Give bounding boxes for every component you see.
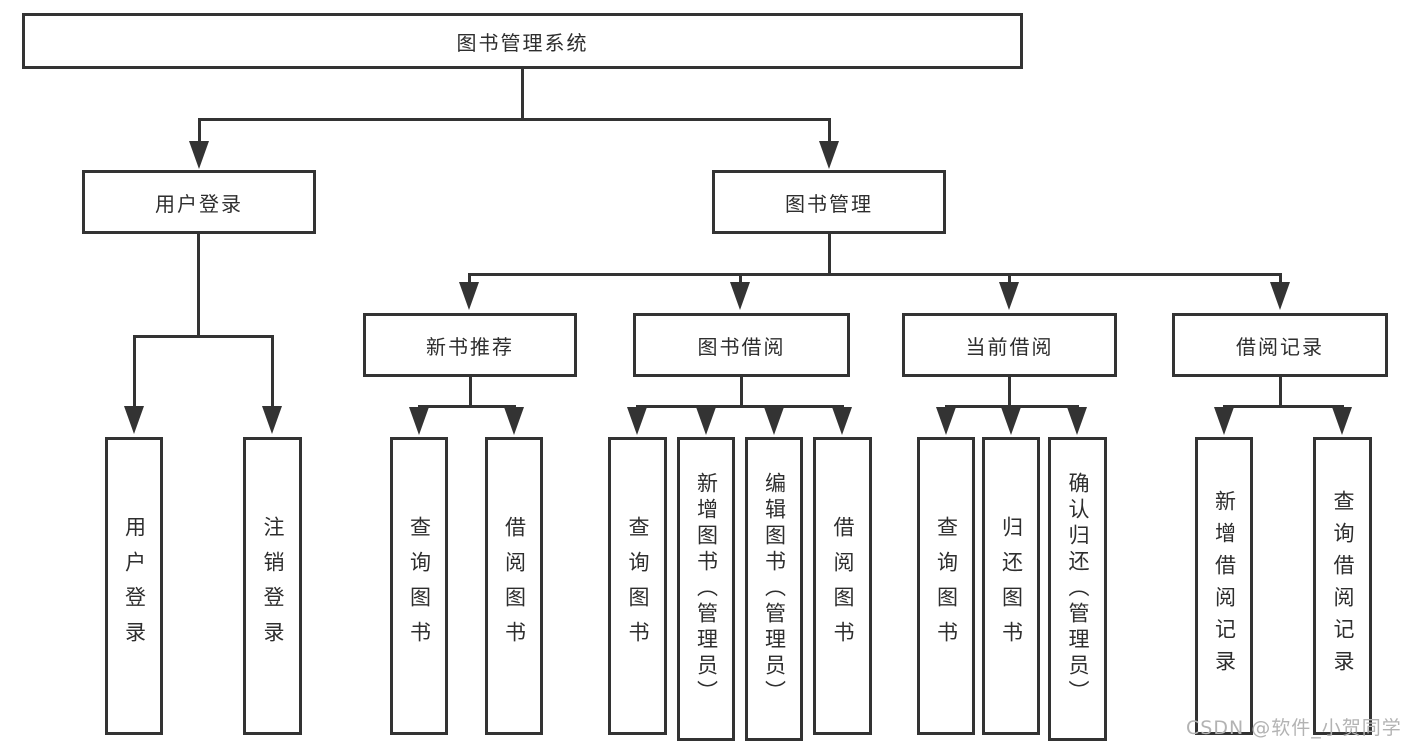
node-book-management: 图书管理 <box>712 170 946 234</box>
connector-bookborrow-stem <box>740 377 743 407</box>
connector-book-mgmt-drop-2 <box>739 273 742 284</box>
connector-book-mgmt-drop-4 <box>1279 273 1282 284</box>
arrowhead-down-icon <box>1214 407 1234 435</box>
leaf-add-book-admin-label: 新增图书（管理员） <box>694 472 719 706</box>
leaf-user-login: 用户登录 <box>105 437 163 735</box>
node-root-label: 图书管理系统 <box>456 30 589 55</box>
node-new-book-recommend: 新书推荐 <box>363 313 577 377</box>
leaf-query-book-newbook-label: 查询图书 <box>407 516 432 656</box>
arrowhead-down-icon <box>189 141 209 169</box>
leaf-logout-login-label: 注销登录 <box>261 516 285 656</box>
arrowhead-down-icon <box>1270 282 1290 310</box>
connector-root-drop-left <box>198 118 201 146</box>
arrowhead-down-icon <box>730 282 750 310</box>
connector-user-login-stem <box>197 234 200 337</box>
arrowhead-down-icon <box>1001 407 1021 435</box>
node-user-login-label: 用户登录 <box>155 191 243 216</box>
arrowhead-down-icon <box>1067 407 1087 435</box>
connector-user-login-drop-right <box>271 335 274 409</box>
leaf-add-borrow-record-label: 新增借阅记录 <box>1212 490 1237 682</box>
arrowhead-down-icon <box>504 407 524 435</box>
arrowhead-down-icon <box>696 407 716 435</box>
node-user-login: 用户登录 <box>82 170 316 234</box>
leaf-borrow-book-borrow-label: 借阅图书 <box>831 516 855 656</box>
leaf-confirm-return-admin-label: 确认归还（管理员） <box>1066 472 1090 706</box>
connector-bookborrow-bar <box>636 405 844 408</box>
leaf-return-book-label: 归还图书 <box>999 516 1024 656</box>
node-root: 图书管理系统 <box>22 13 1023 69</box>
connector-book-mgmt-drop-3 <box>1008 273 1011 284</box>
leaf-query-book-borrow-label: 查询图书 <box>626 516 650 656</box>
connector-root-drop-right <box>828 118 831 146</box>
leaf-edit-book-admin-label: 编辑图书（管理员） <box>762 472 787 706</box>
arrowhead-down-icon <box>262 406 282 434</box>
csdn-watermark: CSDN @软件_小贺同学 <box>1186 717 1402 739</box>
connector-borrowrecord-stem <box>1279 377 1282 407</box>
node-borrow-record: 借阅记录 <box>1172 313 1388 377</box>
connector-root-stem <box>521 68 524 120</box>
leaf-add-borrow-record: 新增借阅记录 <box>1195 437 1253 735</box>
node-book-borrow-label: 图书借阅 <box>697 334 786 359</box>
connector-book-mgmt-stem <box>828 234 831 275</box>
leaf-borrow-book-newbook-label: 借阅图书 <box>502 516 527 656</box>
leaf-confirm-return-admin: 确认归还（管理员） <box>1048 437 1107 741</box>
leaf-return-book: 归还图书 <box>982 437 1040 735</box>
node-current-borrow: 当前借阅 <box>902 313 1117 377</box>
connector-newbook-bar <box>418 405 516 408</box>
leaf-query-borrow-record-label: 查询借阅记录 <box>1331 490 1355 682</box>
leaf-query-book-borrow: 查询图书 <box>608 437 667 735</box>
leaf-logout-login: 注销登录 <box>243 437 302 735</box>
arrowhead-down-icon <box>936 407 956 435</box>
connector-currentborrow-stem <box>1008 377 1011 407</box>
arrowhead-down-icon <box>459 282 479 310</box>
arrowhead-down-icon <box>819 141 839 169</box>
node-borrow-record-label: 借阅记录 <box>1236 334 1324 359</box>
leaf-edit-book-admin: 编辑图书（管理员） <box>745 437 803 741</box>
arrowhead-down-icon <box>764 407 784 435</box>
arrowhead-down-icon <box>627 407 647 435</box>
node-book-management-label: 图书管理 <box>785 191 873 216</box>
leaf-query-book-current: 查询图书 <box>917 437 975 735</box>
node-current-borrow-label: 当前借阅 <box>965 334 1054 359</box>
arrowhead-down-icon <box>999 282 1019 310</box>
connector-book-mgmt-drop-1 <box>468 273 471 284</box>
arrowhead-down-icon <box>124 406 144 434</box>
leaf-borrow-book-newbook: 借阅图书 <box>485 437 543 735</box>
arrowhead-down-icon <box>1332 407 1352 435</box>
leaf-user-login-label: 用户登录 <box>122 516 147 656</box>
arrowhead-down-icon <box>832 407 852 435</box>
node-book-borrow: 图书借阅 <box>633 313 850 377</box>
leaf-query-book-current-label: 查询图书 <box>934 516 959 656</box>
connector-borrowrecord-bar <box>1223 405 1344 408</box>
connector-user-login-bar <box>133 335 274 338</box>
connector-user-login-drop-left <box>133 335 136 409</box>
node-new-book-recommend-label: 新书推荐 <box>426 334 514 359</box>
connector-root-bar <box>198 118 831 121</box>
connector-newbook-stem <box>469 377 472 407</box>
leaf-borrow-book-borrow: 借阅图书 <box>813 437 872 735</box>
leaf-query-borrow-record: 查询借阅记录 <box>1313 437 1372 735</box>
leaf-query-book-newbook: 查询图书 <box>390 437 448 735</box>
leaf-add-book-admin: 新增图书（管理员） <box>677 437 735 741</box>
connector-book-mgmt-bar <box>468 273 1282 276</box>
arrowhead-down-icon <box>409 407 429 435</box>
